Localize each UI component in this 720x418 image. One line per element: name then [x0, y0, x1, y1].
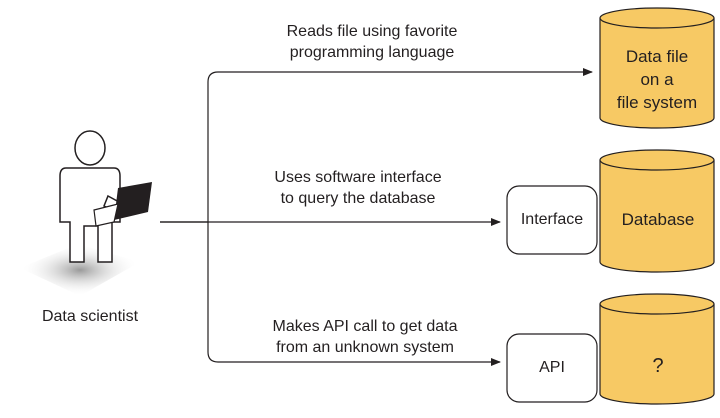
edge-file-line1: Reads file using favorite — [286, 23, 458, 40]
data-file-line1: Data file — [625, 47, 689, 66]
data-file-label: Data file on a file system — [597, 45, 717, 114]
edge-api-label: Makes API call to get data from an unkno… — [225, 316, 505, 358]
edge-db-line1: Uses software interface — [274, 169, 442, 186]
interface-box — [506, 185, 598, 255]
connector-lines — [160, 68, 593, 366]
edge-file-line2: programming language — [289, 44, 455, 61]
edge-api-line — [207, 222, 501, 366]
edge-db-label: Uses software interface to query the dat… — [218, 167, 498, 209]
person-with-laptop-icon — [20, 130, 152, 296]
interface-label: Interface — [520, 211, 584, 228]
edge-file-line — [160, 68, 593, 223]
api-box — [506, 333, 598, 403]
data-file-line2: on a — [640, 70, 674, 89]
api-label: API — [539, 359, 565, 376]
database-cylinder — [599, 149, 715, 273]
actor-label: Data scientist — [41, 308, 139, 325]
unknown-system-label: ? — [652, 355, 664, 377]
edge-file-label: Reads file using favorite programming la… — [232, 21, 512, 63]
database-label: Database — [621, 210, 695, 229]
data-file-cylinder — [599, 7, 715, 129]
data-file-line3: file system — [616, 93, 698, 112]
edge-db-line2: to query the database — [280, 190, 436, 207]
edge-api-line2: from an unknown system — [276, 339, 454, 356]
unknown-system-cylinder — [599, 293, 715, 405]
edge-api-line1: Makes API call to get data — [272, 318, 458, 335]
